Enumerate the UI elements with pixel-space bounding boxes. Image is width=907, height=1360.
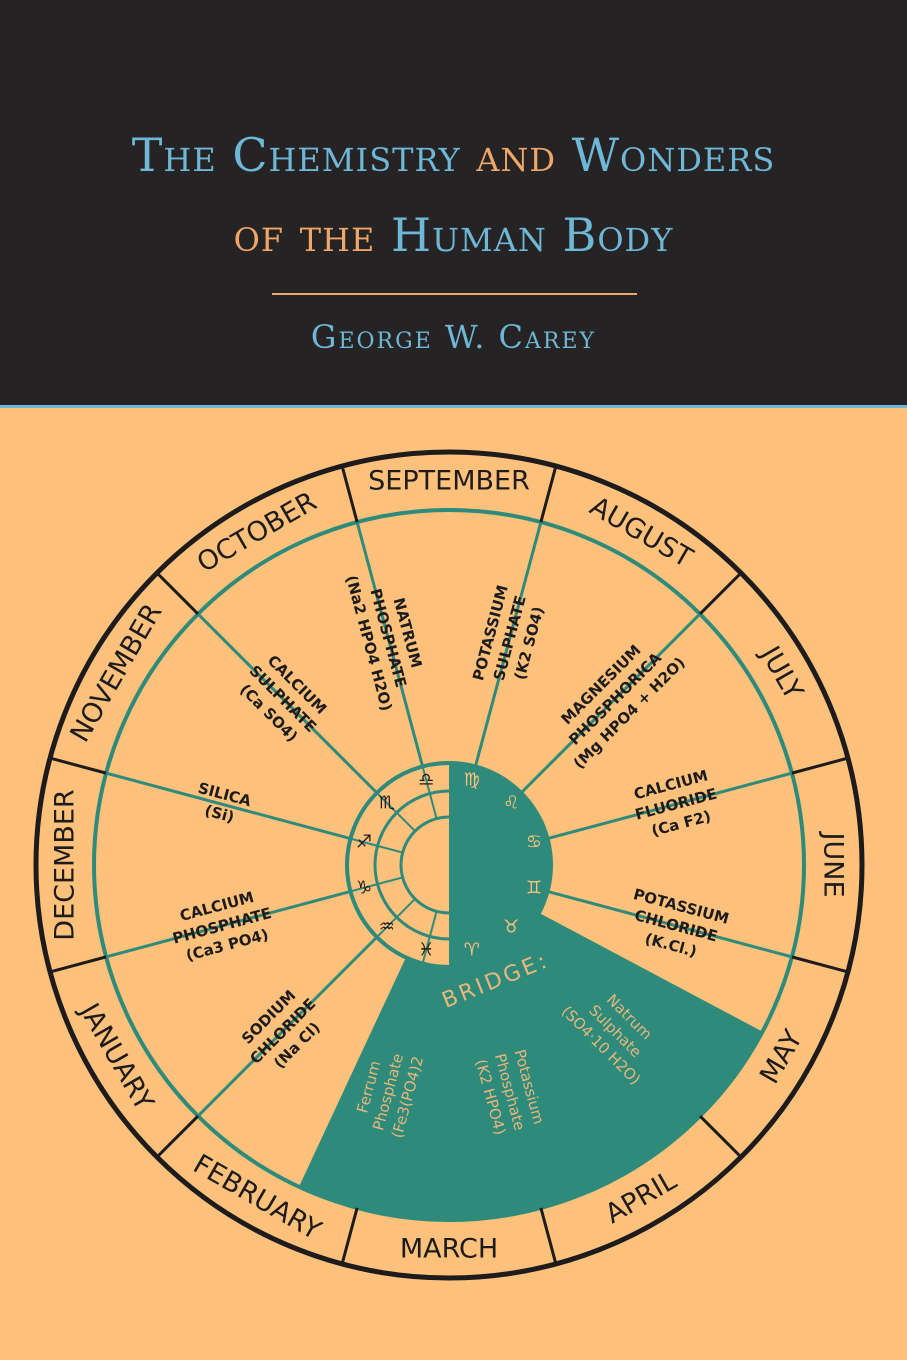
title-of-the: of the (233, 208, 376, 262)
zodiac-glyph: ♍ (464, 769, 480, 790)
hub-spoke (460, 766, 477, 819)
zodiac-glyph: ♎ (418, 769, 434, 790)
hub-spoke (376, 898, 416, 938)
month-divider (539, 465, 558, 523)
sector-spoke (105, 889, 351, 959)
month-divider (155, 1114, 200, 1159)
title-line-1: The Chemistry and Wonders (0, 128, 907, 182)
month-band-ring (92, 508, 806, 1222)
sector-spoke (196, 936, 378, 1118)
title-rule (272, 293, 637, 295)
title-human-body: Human Body (390, 208, 674, 262)
month-divider (49, 955, 107, 974)
zodiac-glyph: ♈ (464, 940, 480, 961)
month-label: DECEMBER (50, 789, 81, 940)
sector-spoke (355, 963, 425, 1209)
zodiac-glyph: ♑ (356, 877, 372, 898)
zodiac-glyph: ♐ (356, 832, 372, 853)
month-divider (155, 571, 200, 616)
hub-spoke (482, 898, 522, 938)
month-label: SEPTEMBER (368, 466, 530, 497)
hub-spoke (482, 792, 522, 832)
hub-spoke (460, 911, 477, 964)
hub-spoke (421, 766, 438, 819)
sector-spoke (355, 521, 425, 767)
sector-spoke (105, 771, 351, 841)
month-label: MARCH (400, 1234, 498, 1265)
title-panel (0, 0, 907, 405)
sector-spoke (520, 612, 702, 794)
hub-spoke (495, 837, 548, 854)
zodiac-glyph: ♒ (379, 917, 395, 938)
month-divider (539, 1207, 558, 1265)
zodiac-wheel-illustration: SEPTEMBERAUGUSTJULYJUNEMAYAPRILMARCHFEBR… (33, 449, 865, 1281)
sector-spoke (547, 771, 793, 841)
zodiac-glyph: ♏ (379, 792, 395, 813)
hub-spoke (495, 876, 548, 893)
zodiac-glyph: ♉ (503, 917, 519, 938)
month-divider (791, 955, 849, 974)
month-label: JUNE (818, 831, 849, 898)
panel-divider (0, 405, 907, 408)
sector-spoke (473, 521, 543, 767)
hub-spoke (350, 876, 403, 893)
month-divider (340, 1207, 359, 1265)
zodiac-glyph: ♋ (526, 832, 542, 853)
sector-spoke (520, 936, 702, 1118)
month-divider (340, 465, 359, 523)
month-divider (791, 756, 849, 775)
hub-shaded-half (449, 763, 551, 967)
month-divider (49, 756, 107, 775)
title-wonders: Wonders (571, 128, 776, 182)
hub-core-ring (399, 815, 499, 915)
zodiac-glyph: ♌ (503, 792, 519, 813)
zodiac-glyph: ♊ (526, 877, 542, 898)
sector-spoke (196, 612, 378, 794)
zodiac-glyph: ♓ (418, 940, 434, 961)
month-divider (698, 571, 743, 616)
hub-ring (345, 761, 553, 969)
hub-spoke (421, 911, 438, 964)
title-chemistry: The Chemistry (131, 128, 461, 182)
title-and: and (476, 128, 557, 182)
author-name: George W. Carey (310, 318, 597, 356)
hub-inner-ring (373, 789, 525, 941)
hub-spoke (350, 837, 403, 854)
hub-spoke (376, 792, 416, 832)
title-line-2: of the Human Body (0, 208, 907, 262)
sector-spoke (547, 889, 793, 959)
month-divider (698, 1114, 743, 1159)
sector-spoke (473, 963, 543, 1209)
